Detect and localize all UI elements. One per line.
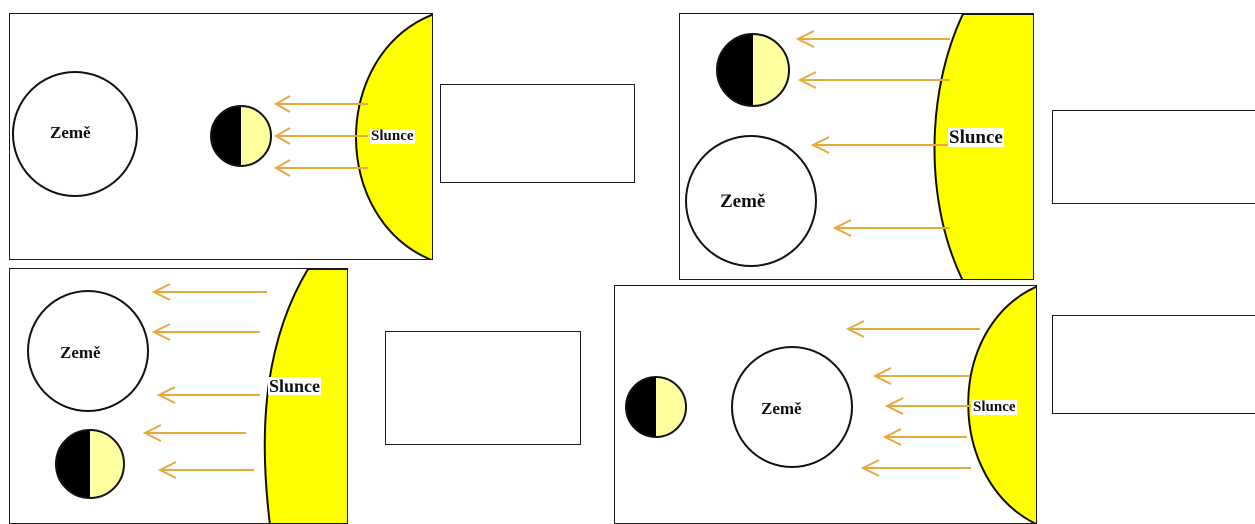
earth-circle bbox=[12, 71, 138, 197]
sunlight-arrows bbox=[795, 30, 950, 237]
sun-shape bbox=[263, 269, 347, 523]
earth-circle bbox=[27, 290, 149, 412]
moon-circle bbox=[625, 376, 687, 438]
moon-circle bbox=[55, 429, 125, 499]
answer-box-4[interactable] bbox=[1052, 315, 1255, 414]
answer-box-3[interactable] bbox=[385, 331, 581, 445]
diagram-panel-4: Země Slunce bbox=[614, 285, 1037, 524]
sunlight-arrows bbox=[273, 95, 368, 177]
sun-label: Slunce bbox=[268, 376, 322, 396]
answer-box-1[interactable] bbox=[440, 84, 635, 183]
earth-label: Země bbox=[720, 191, 766, 212]
earth-circle bbox=[731, 346, 853, 468]
diagram-panel-1: Země Slunce bbox=[9, 13, 433, 260]
sunlight-arrows bbox=[845, 320, 980, 477]
moon-circle bbox=[716, 33, 790, 107]
earth-label: Země bbox=[60, 343, 101, 362]
answer-box-2[interactable] bbox=[1052, 110, 1255, 204]
earth-label: Země bbox=[50, 123, 91, 142]
earth-circle bbox=[685, 135, 817, 267]
earth-label: Země bbox=[761, 399, 802, 418]
sun-label: Slunce bbox=[972, 399, 1017, 415]
moon-circle bbox=[210, 105, 272, 167]
sun-label: Slunce bbox=[370, 128, 415, 144]
diagram-panel-2: Země Slunce bbox=[679, 13, 1034, 280]
sun-label: Slunce bbox=[948, 127, 1004, 148]
sunlight-arrows bbox=[142, 283, 267, 479]
panel-3-drawing bbox=[27, 269, 347, 523]
diagram-panel-3: Země Slunce bbox=[9, 268, 348, 524]
